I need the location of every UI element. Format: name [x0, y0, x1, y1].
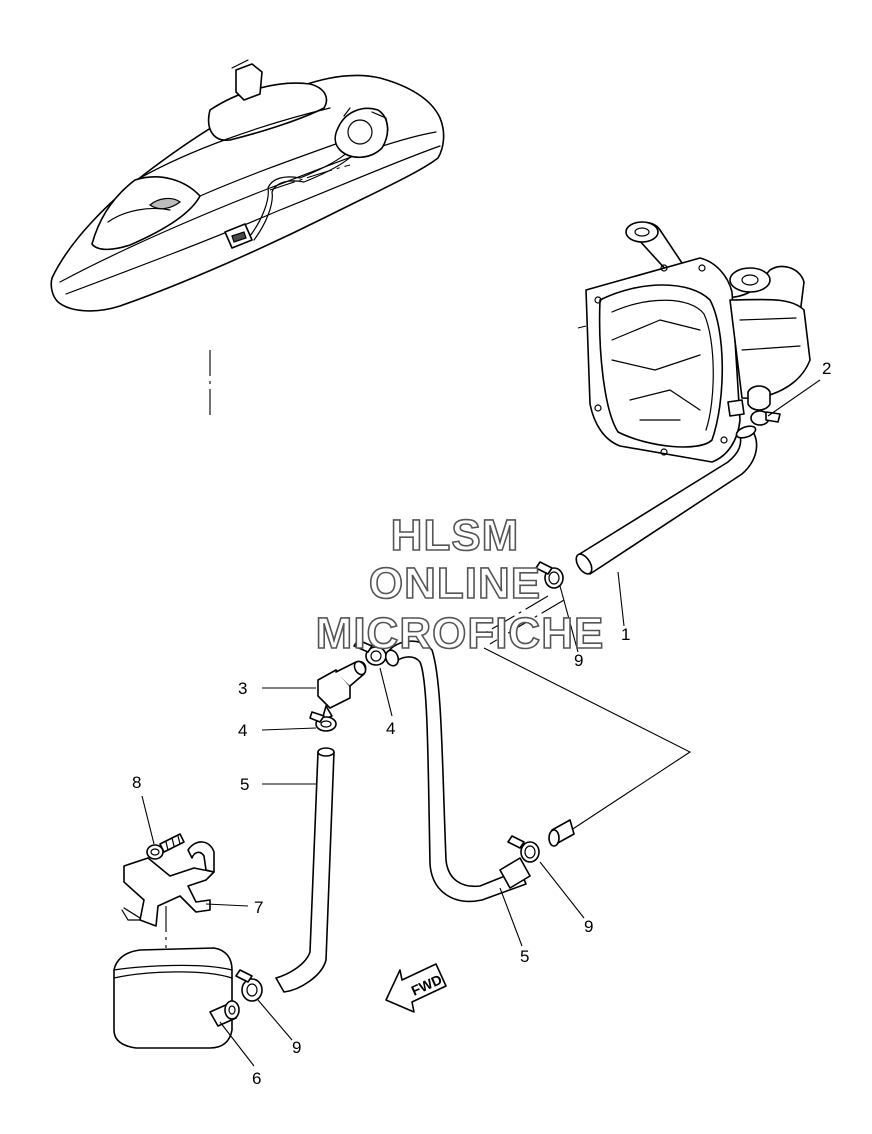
part-4-clamp-right — [353, 639, 387, 666]
leader-lines — [141, 379, 821, 1067]
jet-pump-housing — [577, 221, 811, 463]
watermark-line-1: HLSM — [391, 511, 520, 560]
watercraft-overview — [50, 59, 445, 312]
part-7-bracket — [121, 841, 215, 927]
callout-8: 8 — [132, 773, 141, 792]
part-9-clamp-middle — [507, 819, 575, 863]
callout-3: 3 — [238, 679, 247, 698]
callout-5-left: 5 — [240, 775, 249, 794]
callout-6: 6 — [252, 1069, 261, 1088]
callout-9-middle: 9 — [584, 917, 593, 936]
callout-4-left: 4 — [238, 721, 247, 740]
part-1-hose — [575, 425, 758, 575]
hose-connection-dashes — [475, 595, 692, 841]
callout-5-right: 5 — [520, 947, 529, 966]
callout-9-upper: 9 — [574, 651, 583, 670]
part-8-screw — [146, 833, 185, 860]
callout-7: 7 — [254, 898, 263, 917]
part-9-clamp-upper — [535, 561, 564, 589]
part-3-fitting — [317, 660, 367, 721]
part-2-clamp — [750, 410, 781, 426]
part-6-box — [113, 947, 240, 1049]
callout-1: 1 — [621, 625, 630, 644]
callout-2: 2 — [822, 359, 831, 378]
watermark: HLSM ONLINE MICROFICHE — [315, 510, 605, 659]
part-4-clamp-left — [309, 711, 337, 732]
callout-9-lower: 9 — [292, 1038, 301, 1057]
forward-arrow-icon: FWD — [385, 963, 447, 1013]
callout-numbers: 1 2 3 4 4 5 5 6 7 8 9 9 9 — [132, 359, 831, 1088]
part-9-clamp-lower — [235, 969, 263, 1002]
part-5-hose-left — [275, 747, 335, 993]
callout-4-right: 4 — [386, 719, 395, 738]
watermark-line-3: MICROFICHE — [316, 609, 605, 658]
part-5-hose-right — [384, 640, 531, 903]
watermark-line-2: ONLINE — [369, 559, 541, 608]
